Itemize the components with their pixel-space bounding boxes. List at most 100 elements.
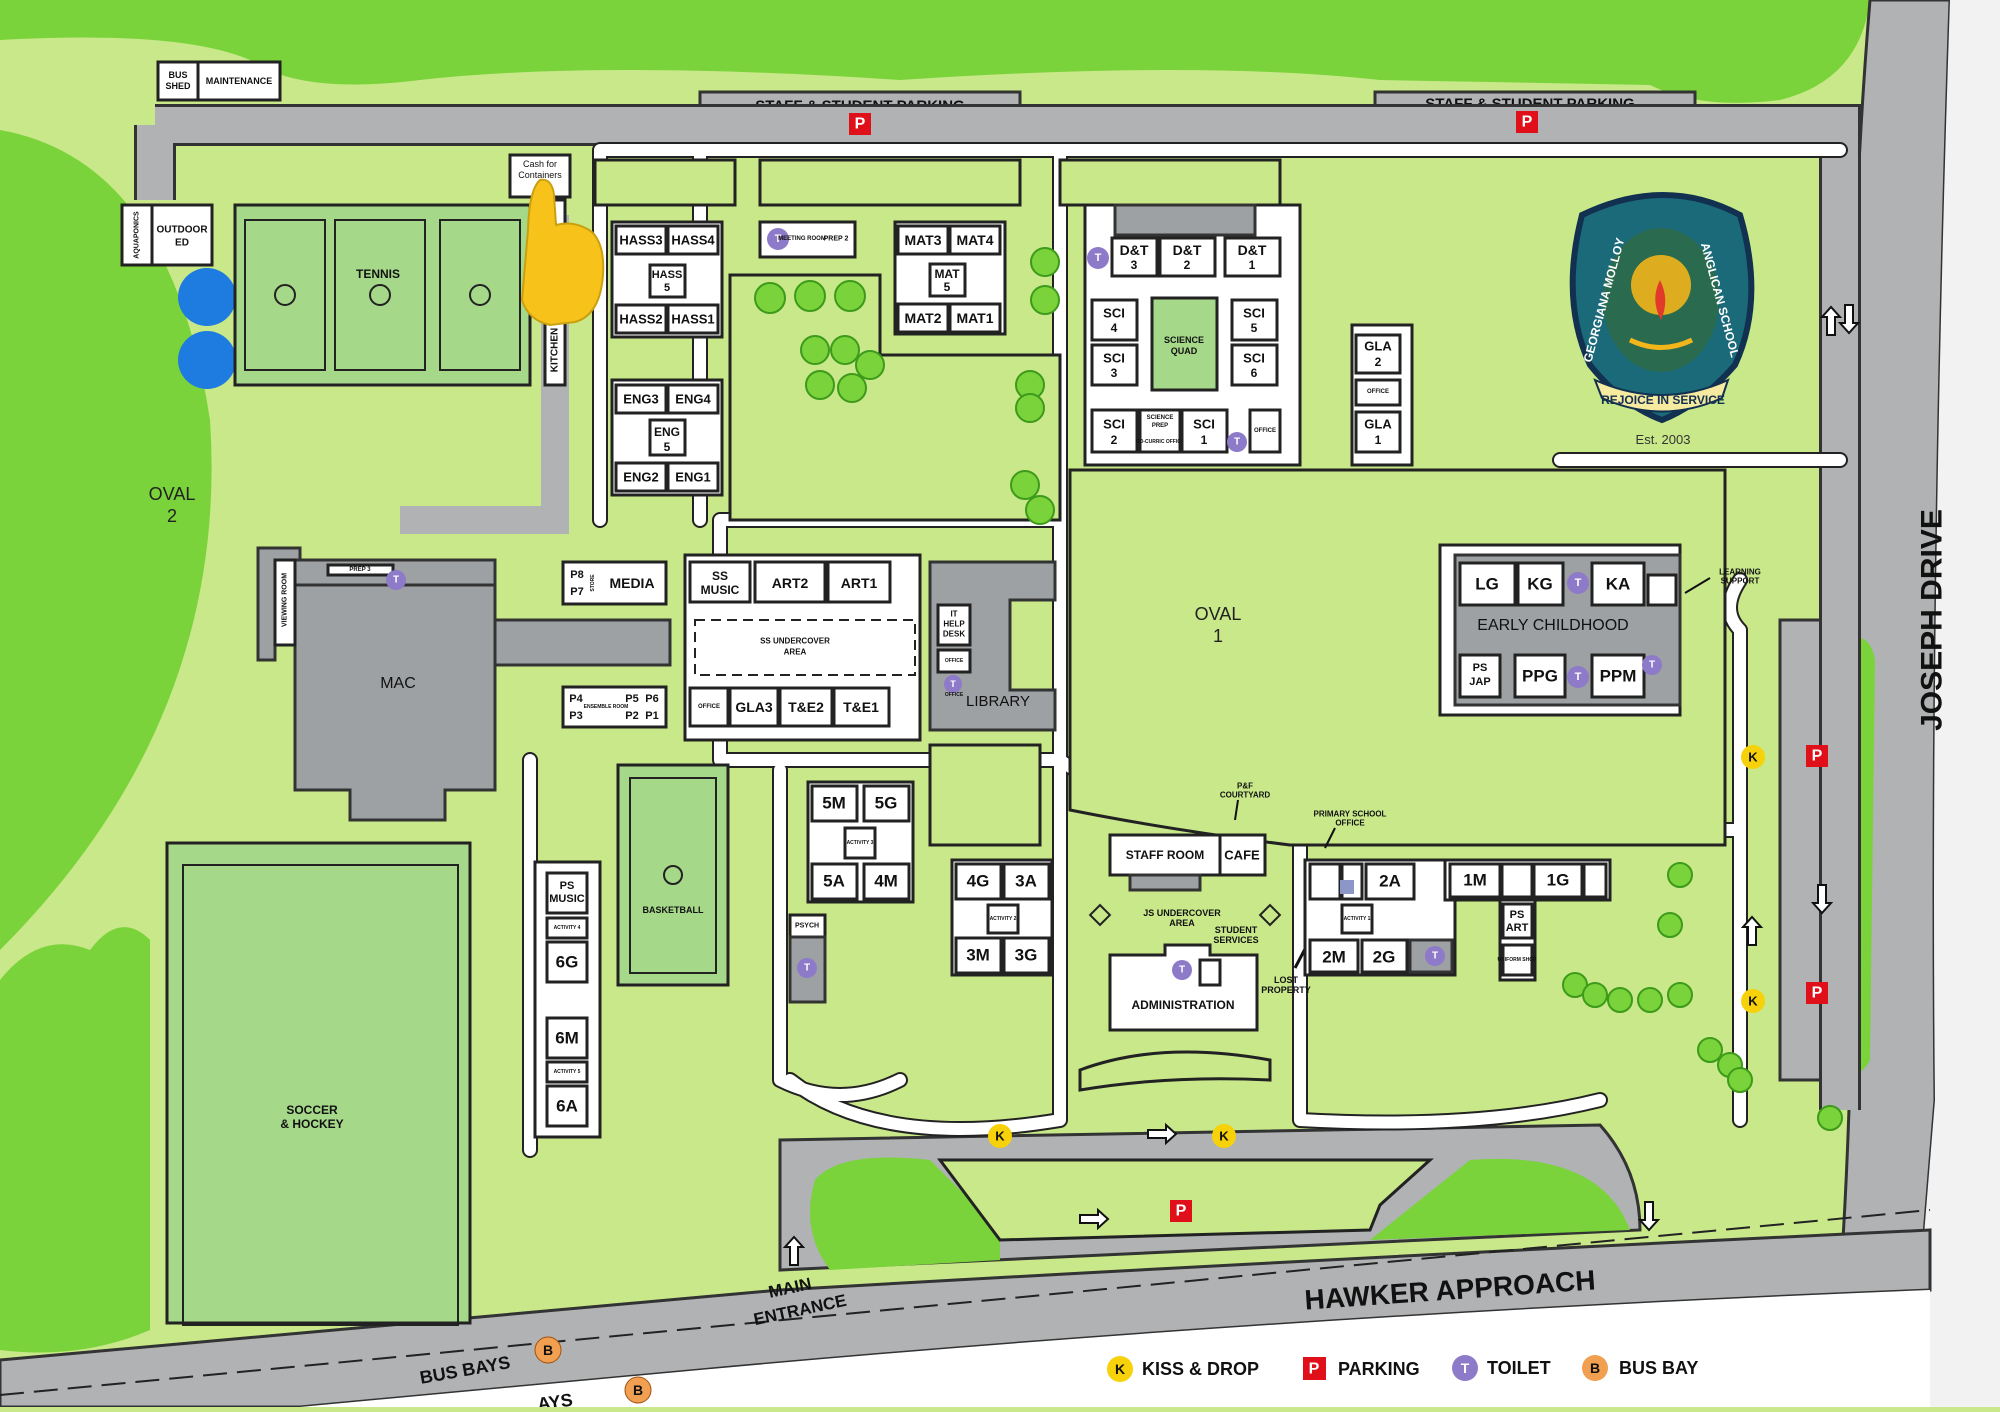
dt3-label-2: 3 xyxy=(1131,258,1138,272)
gla3-office-label: OFFICE xyxy=(698,704,720,710)
toilet-marker xyxy=(1642,655,1662,675)
toilet-marker xyxy=(1567,666,1589,688)
kitchen-label: KITCHEN xyxy=(550,328,561,372)
hass2-label: HASS2 xyxy=(619,312,662,327)
road-centre-line xyxy=(0,1209,1931,1396)
bus-marker-label: B xyxy=(543,1342,553,1358)
sci3-label-2: 3 xyxy=(1111,366,1118,380)
1g-room xyxy=(1532,862,1584,899)
2g-room xyxy=(1360,938,1409,974)
soccer-label-1: SOCCER xyxy=(286,1103,338,1117)
sci5-room xyxy=(1230,298,1279,342)
toilet-marker-label: T xyxy=(1649,660,1655,671)
5m-label: 5M xyxy=(822,794,846,813)
ps-office-arrow xyxy=(1324,827,1336,849)
eng2-label: ENG2 xyxy=(623,470,658,485)
gla1-room xyxy=(1354,410,1402,454)
toilet-marker-label: T xyxy=(950,679,956,689)
science-prep-room xyxy=(1138,408,1182,454)
toilet-marker-label: T xyxy=(1575,671,1582,683)
eng4-room xyxy=(666,383,720,415)
map-legend: K KISS & DROP P PARKING T TOILET B BUS B… xyxy=(1107,1355,1698,1382)
administration-label: ADMINISTRATION xyxy=(1131,998,1234,1012)
5m-room xyxy=(810,784,859,823)
eng1-label: ENG1 xyxy=(675,470,710,485)
science-prep-label-2: PREP xyxy=(1152,423,1168,429)
dt1-room xyxy=(1223,236,1282,278)
ppg-room xyxy=(1513,653,1567,699)
lawn-library-south xyxy=(928,743,1042,847)
parking-marker-label: P xyxy=(1812,985,1823,1002)
ss-music-label-1: SS xyxy=(712,569,728,583)
tree-belt-top xyxy=(0,0,1870,103)
4m-room xyxy=(862,862,911,901)
toilet-marker-label: T xyxy=(1179,965,1185,976)
gla3-office xyxy=(688,686,730,728)
ps-music-room xyxy=(545,871,589,915)
it-label-1: IT xyxy=(950,610,957,619)
verge-bottom xyxy=(300,1290,1930,1407)
ps-office-window xyxy=(1340,880,1354,894)
activity4-label: ACTIVITY 4 xyxy=(554,925,581,931)
sci1-room xyxy=(1180,408,1229,454)
prep3-room xyxy=(326,563,395,577)
tennis-courts xyxy=(233,203,532,387)
legend-kiss-symbol: K xyxy=(1115,1361,1125,1377)
mat3-label: MAT3 xyxy=(904,232,941,248)
legend-parking: PARKING xyxy=(1338,1359,1420,1379)
hass3-room xyxy=(614,224,668,256)
js-undercover-label-2: AREA xyxy=(1169,918,1195,928)
mat2-label: MAT2 xyxy=(904,310,941,326)
mat5-label-1: MAT xyxy=(934,267,960,281)
ps-jap-room xyxy=(1458,653,1502,699)
parking-marker-label: P xyxy=(1176,1203,1187,1220)
toilet-marker-label: T xyxy=(1432,951,1438,962)
p7-label: P7 xyxy=(570,586,583,598)
te2-label: T&E2 xyxy=(788,699,824,715)
road-label-joseph-drive: JOSEPH DRIVE xyxy=(1916,509,1949,731)
soccer-label-2: & HOCKEY xyxy=(280,1117,343,1131)
staff-room-label: STAFF ROOM xyxy=(1126,848,1204,862)
sci2-label-2: 2 xyxy=(1111,433,1118,447)
5a-label: 5A xyxy=(823,872,845,891)
aquaponics-label: AQUAPONICS xyxy=(134,211,141,259)
science-office-label: OFFICE xyxy=(1254,428,1276,434)
gla1-label-1: GLA xyxy=(1364,417,1392,432)
cash-label-1: Cash for xyxy=(523,159,557,169)
te1-label: T&E1 xyxy=(843,699,879,715)
dt1-label-2: 1 xyxy=(1249,258,1256,272)
basketball-court xyxy=(616,763,730,987)
mat1-label: MAT1 xyxy=(956,310,993,326)
2a-room xyxy=(1364,862,1416,901)
ss-undercover-area xyxy=(694,619,916,676)
1g-annex xyxy=(1582,862,1608,899)
lg-room xyxy=(1458,561,1517,607)
toilet-marker xyxy=(797,958,817,978)
student-services-label-1: STUDENT xyxy=(1215,925,1258,935)
6m-room xyxy=(545,1016,589,1060)
ss-undercover-label-1: SS UNDERCOVER xyxy=(760,637,830,646)
outdoor-ed-label-2: ED xyxy=(175,238,189,249)
library-office-2-label: OFFICE xyxy=(945,692,964,698)
administration-building xyxy=(1108,943,1259,1032)
learning-support-label-2: SUPPORT xyxy=(1721,577,1760,586)
kiss-marker-label: K xyxy=(1219,1129,1229,1144)
lost-property-label-2: PROPERTY xyxy=(1261,985,1311,995)
toilet-marker xyxy=(386,570,406,590)
hass5-label-2: 5 xyxy=(664,282,670,294)
logo-motto: REJOICE IN SERVICE xyxy=(1601,393,1725,407)
3a-room xyxy=(1002,862,1051,901)
ps-art-label-1: PS xyxy=(1510,909,1525,921)
parking-marker-label: P xyxy=(1812,748,1823,765)
bus-bay-markers: B B xyxy=(534,1336,652,1404)
mac-link-corridor xyxy=(493,618,672,667)
sci4-label-1: SCI xyxy=(1103,306,1125,321)
it-help-desk[interactable] xyxy=(936,603,972,647)
3g-label: 3G xyxy=(1015,946,1038,965)
science-quad xyxy=(1150,296,1219,392)
co-curric-label: CO-CURRIC OFFICE xyxy=(1136,439,1185,445)
hass1-room xyxy=(666,303,720,335)
direction-arrows xyxy=(782,304,1861,1266)
oval-1-label: OVAL xyxy=(1195,604,1242,624)
